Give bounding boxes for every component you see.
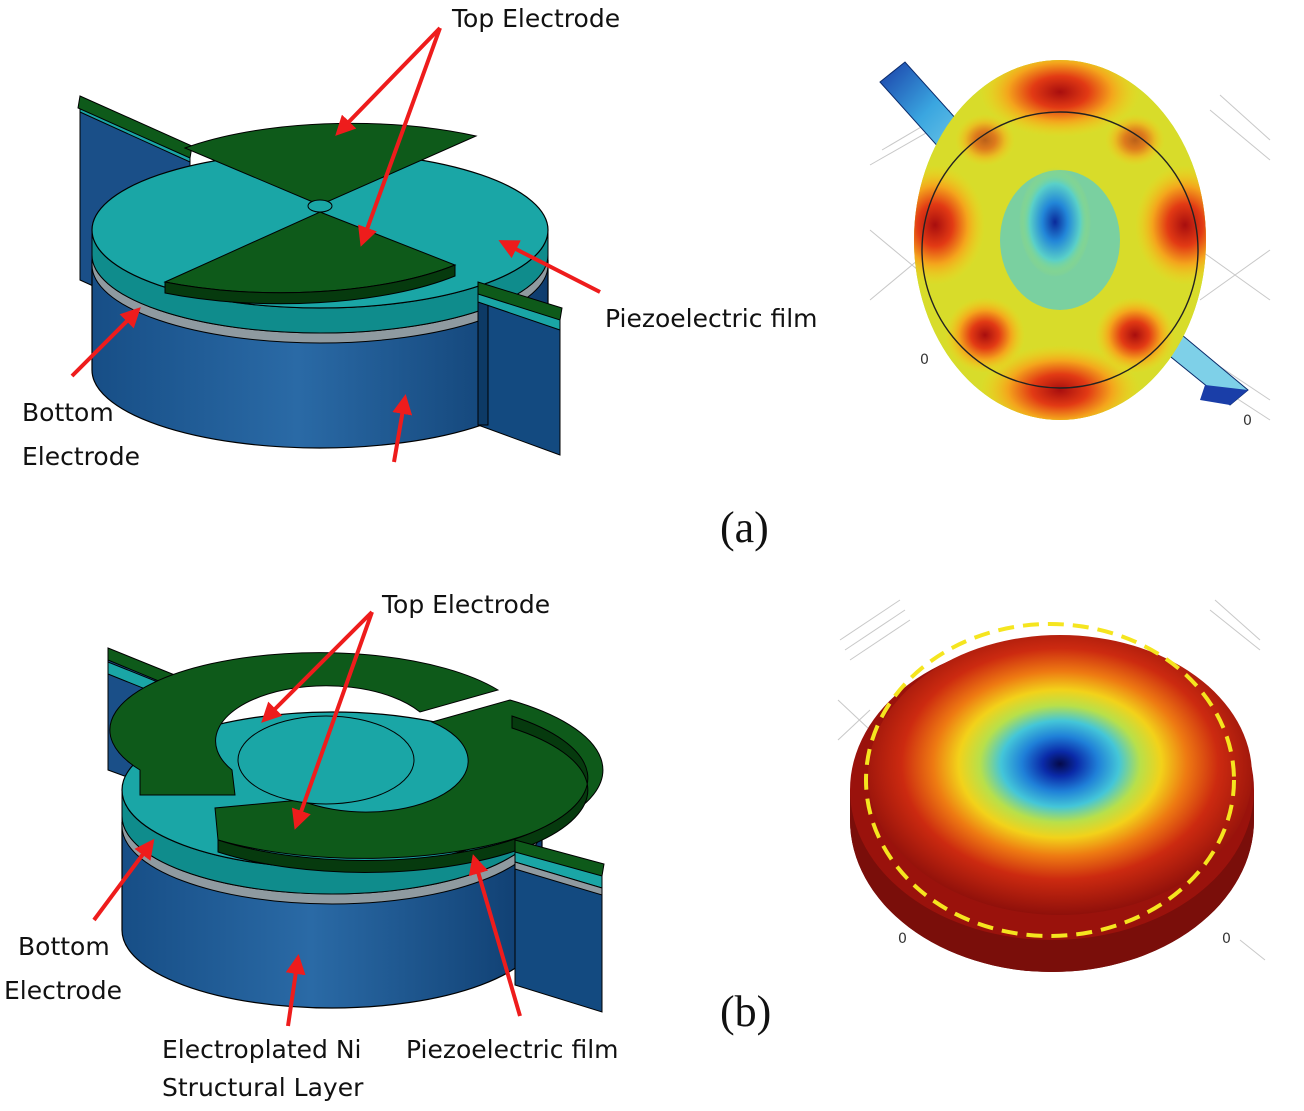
label-b-ni-line2: Structural Layer (162, 1073, 364, 1102)
label-b-ni-line1: Electroplated Ni (162, 1035, 361, 1064)
mode-b-axis-label-1: 0 (898, 931, 907, 947)
label-b-top-electrode: Top Electrode (381, 590, 550, 619)
panel-b-arrows (92, 610, 522, 1027)
tether-back-left-electrode (77, 95, 193, 159)
arrow-a-top-electrode-2 (358, 27, 442, 247)
center-pad (307, 199, 333, 213)
panel-b-mode-shape: 0 0 (837, 599, 1266, 972)
tether-front-right-side (477, 287, 489, 426)
tether-front-right-electrode (477, 281, 563, 321)
tether-b-front-right-gray (514, 861, 603, 896)
mode-a-lobes (914, 60, 1206, 420)
mode-a-tether-bottom-end (1200, 385, 1248, 405)
tether-b-front-right-electrode (514, 839, 605, 877)
panel-a-mode-shape: 0 0 (869, 60, 1271, 429)
arrow-a-bottom (70, 307, 141, 378)
arrow-b-top-electrode-1 (261, 610, 374, 723)
mode-b-axis-label-2: 0 (1222, 931, 1231, 947)
arrow-b-bottom (92, 838, 155, 922)
label-a-bottom-electrode-line1: Bottom (22, 398, 114, 427)
label-b-bottom-electrode-line1: Bottom (18, 932, 110, 961)
arrow-a-piezo (498, 240, 601, 294)
label-b-bottom-electrode-line2: Electrode (4, 976, 122, 1005)
arrow-b-piezo (468, 854, 522, 1017)
top-electrode-back (183, 122, 478, 206)
panel-a-arrows (70, 26, 601, 463)
top-electrode-front-side (164, 264, 456, 305)
arrow-b-top-electrode-2 (291, 611, 374, 830)
arrow-a-top-electrode-1 (335, 26, 442, 136)
panel-b-device (107, 647, 605, 1013)
mode-a-axis-label-2: 0 (1243, 413, 1252, 429)
mode-a-axis-label-1: 0 (920, 352, 929, 368)
mode-a-outline-front (921, 111, 1199, 389)
arrow-a-structural (392, 394, 413, 463)
top-electrode-ring-left (109, 652, 500, 796)
caption-b: (b) (720, 987, 771, 1036)
caption-a: (a) (720, 503, 769, 552)
mode-b-dashed-ring (864, 622, 1236, 938)
center-opening-b (237, 715, 415, 805)
panel-a-device (77, 95, 563, 456)
label-a-top-electrode: Top Electrode (451, 4, 620, 33)
top-electrode-ring-side (217, 715, 589, 873)
label-b-piezo-film: Piezoelectric film (406, 1035, 619, 1064)
mode-b-wireframe (837, 599, 1266, 961)
label-a-bottom-electrode-line2: Electrode (22, 442, 140, 471)
top-electrode-ring-right (214, 699, 604, 859)
mode-b-plate-field (868, 635, 1252, 915)
label-a-piezo-film: Piezoelectric film (605, 304, 818, 333)
arrow-b-structural (285, 954, 306, 1027)
